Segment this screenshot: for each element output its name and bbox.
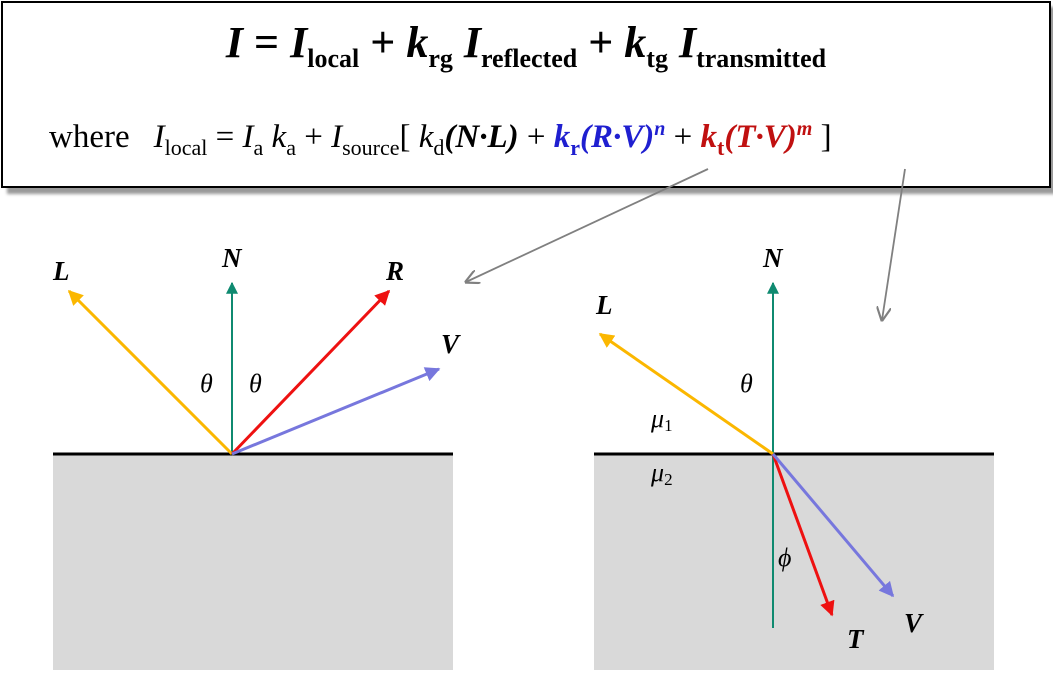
transmission-term: kt(T·V)m (700, 118, 813, 160)
phi-label: ϕ (778, 543, 791, 572)
light-vector-l (67, 289, 234, 456)
refractive-medium (594, 454, 994, 670)
reflective-surface (53, 454, 453, 670)
label-r: R (385, 256, 404, 286)
label-n: N (221, 243, 243, 273)
specular-pointer-arrow (466, 168, 709, 282)
theta-right: θ (249, 369, 262, 398)
mu1-label: μ1 (650, 404, 673, 435)
view-vector-v (231, 367, 441, 456)
refraction-diagram: L N T V θ ϕ μ1 μ2 (594, 243, 994, 670)
equation-box: I = Ilocal + krg Ireflected + ktg Itrans… (1, 1, 1051, 188)
specular-term: kr(R·V)n (553, 118, 666, 160)
view-vector-v (771, 453, 895, 598)
label-v: V (904, 608, 924, 638)
transmitted-vector-t (771, 453, 835, 617)
illumination-equation: I = Ilocal + krg Ireflected + ktg Itrans… (225, 18, 827, 73)
label-n: N (762, 243, 784, 273)
label-t: T (847, 624, 865, 654)
reflected-vector-r (230, 289, 391, 456)
reflection-diagram: L N R V θ θ (52, 243, 461, 670)
label-l: L (52, 256, 70, 286)
mu2-label: μ2 (650, 458, 673, 489)
label-l: L (595, 290, 613, 320)
transmission-pointer-arrow (882, 168, 906, 320)
light-vector-l (598, 332, 774, 456)
theta-label: θ (740, 369, 753, 398)
label-v: V (441, 329, 461, 359)
theta-left: θ (200, 369, 213, 398)
